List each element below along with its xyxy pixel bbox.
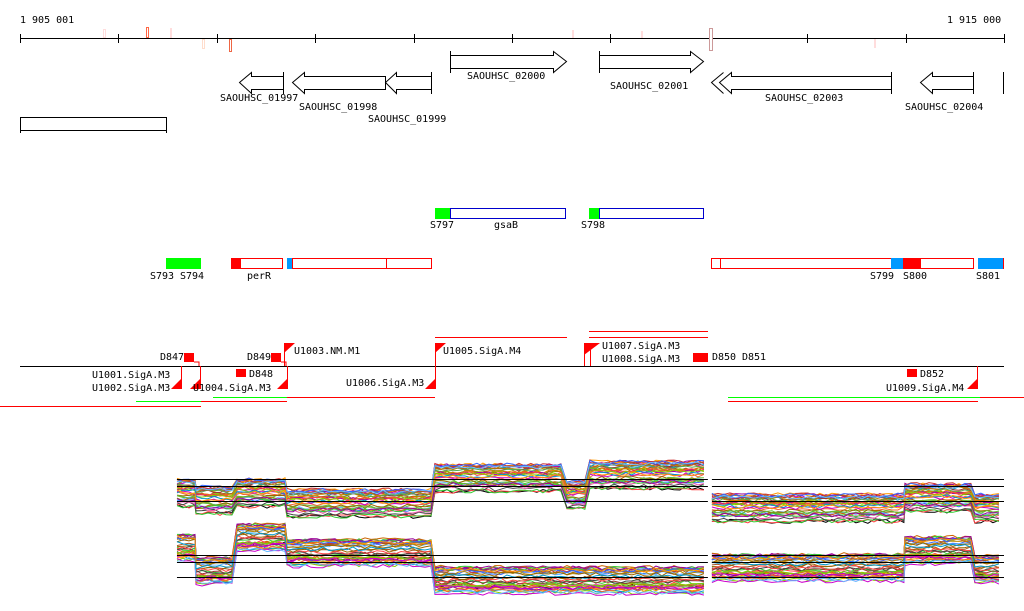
feature-perR-start[interactable] [231,258,240,269]
site-label: U1001.SigA.M3 [92,370,170,381]
site-U1009[interactable] [967,379,977,389]
site-label: D847 [160,352,184,363]
feature-label: gsaB [494,220,518,231]
feature-S798[interactable] [589,208,599,219]
site-U1003[interactable] [284,343,295,353]
ruler-end-label: 1 915 000 [947,15,1001,26]
site-D847[interactable] [184,353,194,362]
feature-box[interactable] [292,258,432,269]
feature-box[interactable] [711,258,974,269]
gene-label: SAOUHSC_02003 [765,93,843,104]
feature-track-1: S797 gsaB S798 [430,208,704,231]
feature-marker[interactable] [287,258,292,269]
site-label: D848 [249,369,273,380]
feature-S799[interactable] [891,258,903,269]
site-U1004[interactable] [277,379,287,389]
expression-tracks [176,459,1004,596]
gene-label: SAOUHSC_01998 [299,102,377,113]
site-U1007[interactable] [584,343,600,355]
site-label: U1004.SigA.M3 [193,383,271,394]
site-U1001[interactable] [171,379,181,389]
feature-gsaB[interactable] [450,208,566,219]
expression-panel-1 [176,459,1004,524]
gene-label: SAOUHSC_01997 [220,93,298,104]
site-U1006[interactable] [425,379,435,389]
site-label: D851 [742,352,766,363]
expression-profile-line [176,547,1000,595]
ruler-start-label: 1 905 001 [20,15,74,26]
gene-label: SAOUHSC_01999 [368,114,446,125]
site-U1002[interactable] [190,379,200,389]
site-label: U1007.SigA.M3 [602,341,680,352]
gene-label: SAOUHSC_02004 [905,102,983,113]
site-label: U1005.SigA.M4 [443,346,521,357]
site-label: U1003.NM.M1 [294,346,360,357]
gene-SAOUHSC_02003[interactable]: SAOUHSC_02003 [710,71,892,104]
gene-SAOUHSC_01999[interactable]: SAOUHSC_01999 [368,71,446,125]
site-label: U1002.SigA.M3 [92,383,170,394]
feature-box[interactable] [599,208,704,219]
gene-SAOUHSC_02000[interactable]: SAOUHSC_02000 [450,50,568,82]
expression-profile-line [176,542,999,591]
site-label: D852 [920,369,944,380]
gene-SAOUHSC_02001[interactable]: SAOUHSC_02001 [599,50,705,92]
feature-track-2: S793 S794 perR S799 S800 S801 [150,258,1004,282]
gene-track: SAOUHSC_01997 SAOUHSC_01998 SAOUHSC_0199… [20,50,1004,134]
expression-profile-line [176,471,1000,510]
feature-S801[interactable] [978,258,1003,269]
feature-S797[interactable] [435,208,450,219]
site-label: D850 [712,352,736,363]
gene-SAOUHSC_01997[interactable]: SAOUHSC_01997 [220,71,298,104]
gene-SAOUHSC_01998[interactable]: SAOUHSC_01998 [291,71,386,114]
gene-label: SAOUHSC_02001 [610,81,688,92]
feature-S800[interactable] [903,258,921,269]
feature-label: S793 [150,271,174,282]
feature-label: S797 [430,220,454,231]
coordinate-ruler: 1 905 001 1 915 000 [20,15,1005,52]
site-U1005[interactable] [435,343,446,353]
feature-label: S799 [870,271,894,282]
site-label: U1006.SigA.M3 [346,378,424,389]
expression-panel-2 [176,522,1004,596]
expression-profile-line [176,461,999,500]
site-label: D849 [247,352,271,363]
gene-partial[interactable] [20,117,167,134]
feature-label: S801 [976,271,1000,282]
site-D849[interactable] [271,353,281,362]
site-D852[interactable] [907,369,917,377]
site-D851[interactable] [693,353,708,362]
site-label: U1009.SigA.M4 [886,383,964,394]
feature-label: S800 [903,271,927,282]
feature-S793[interactable] [166,258,201,269]
site-track: D847 D849 U1003.NM.M1 U1005.SigA.M4 U100… [0,331,1024,407]
expression-profile-line [176,525,999,573]
gene-SAOUHSC_02004[interactable]: SAOUHSC_02004 [905,71,1004,113]
expression-profile-line [176,478,999,518]
feature-label: perR [247,271,272,282]
site-D848[interactable] [236,369,246,377]
gene-label: SAOUHSC_02000 [467,71,545,82]
site-label: U1008.SigA.M3 [602,354,680,365]
feature-label: S798 [581,220,605,231]
feature-perR[interactable] [240,258,283,269]
feature-label: S794 [180,271,204,282]
ruler-marks [103,27,876,52]
